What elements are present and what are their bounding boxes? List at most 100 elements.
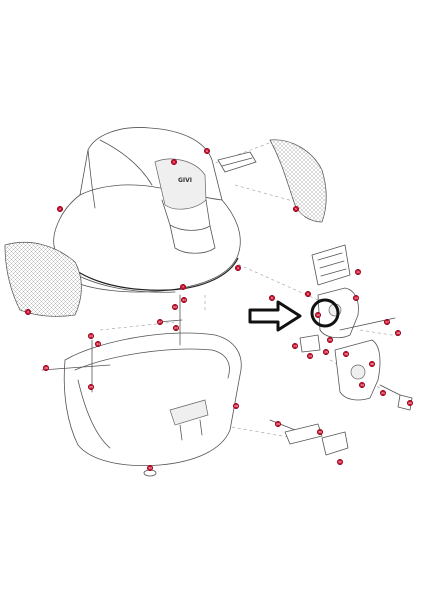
part-marker: 16 (342, 350, 350, 358)
part-marker-dot (172, 324, 180, 332)
part-marker-number: 10 (316, 313, 320, 317)
part-marker-dot (358, 381, 366, 389)
mounting-bolts (41, 294, 349, 456)
part-marker-number: 7 (182, 285, 184, 289)
part-marker-number: 5 (295, 207, 297, 211)
part-marker: 4 (234, 264, 242, 272)
part-marker: 23 (172, 324, 180, 332)
assembly-guide-lines (99, 141, 399, 441)
part-marker-dot (179, 283, 187, 291)
bottom-case-base (63, 332, 242, 477)
part-marker-number: 3 (27, 310, 29, 314)
part-marker-dot (316, 428, 324, 436)
part-marker-number: 24 (89, 334, 93, 338)
part-marker-number: 25 (89, 385, 93, 389)
part-marker-number: 23 (174, 326, 178, 330)
part-marker-number: 6 (206, 149, 208, 153)
part-marker-dot (292, 205, 300, 213)
part-marker: 29 (274, 420, 282, 428)
part-marker-dot (379, 389, 387, 397)
part-marker-number: 4 (237, 266, 239, 270)
part-marker: 14 (306, 352, 314, 360)
part-marker-number: 15 (324, 350, 328, 354)
part-marker-dot (304, 290, 312, 298)
part-marker: 26 (42, 364, 50, 372)
part-marker: 19 (358, 381, 366, 389)
part-marker-number: 29 (276, 422, 280, 426)
part-marker: 1 (170, 158, 178, 166)
part-marker-dot (352, 294, 360, 302)
part-marker: 17 (383, 318, 391, 326)
part-marker: 13 (291, 342, 299, 350)
part-marker-number: 22 (173, 305, 177, 309)
top-case-lid: GIVI (53, 127, 241, 293)
part-marker-dot (354, 268, 362, 276)
part-marker-number: 26 (44, 366, 48, 370)
part-marker-number: 27 (158, 320, 162, 324)
part-marker-dot (394, 329, 402, 337)
part-marker-dot (326, 336, 334, 344)
part-marker-dot (170, 158, 178, 166)
part-marker: 10 (314, 311, 322, 319)
part-marker-number: 30 (318, 430, 322, 434)
part-marker-dot (156, 318, 164, 326)
part-marker-dot (306, 352, 314, 360)
part-marker-number: 1 (173, 160, 175, 164)
part-marker-number: 35 (328, 338, 332, 342)
part-marker: 8 (268, 294, 276, 302)
part-marker-number: 28 (234, 404, 238, 408)
part-marker: 2 (56, 205, 64, 213)
part-marker: 21 (379, 389, 387, 397)
part-marker-dot (146, 464, 154, 472)
part-marker-number: 2 (59, 207, 61, 211)
highlight-callout (248, 298, 340, 332)
part-marker: 5 (292, 205, 300, 213)
part-marker-number: 18 (396, 331, 400, 335)
part-marker: 3 (24, 308, 32, 316)
part-marker-number: 17 (385, 320, 389, 324)
part-marker: 31 (336, 458, 344, 466)
part-marker: 25 (87, 383, 95, 391)
part-marker: 18 (394, 329, 402, 337)
lid-logo: GIVI (178, 177, 192, 184)
part-marker-dot (232, 402, 240, 410)
part-marker-number: 36 (370, 362, 374, 366)
part-marker-dot (42, 364, 50, 372)
part-marker-dot (406, 399, 414, 407)
part-marker-dot (274, 420, 282, 428)
part-marker-dot (268, 294, 276, 302)
part-marker: 22 (171, 303, 179, 311)
part-marker-number: 9 (307, 292, 309, 296)
part-marker: 6 (203, 147, 211, 155)
part-marker: 9 (304, 290, 312, 298)
part-marker: 28 (232, 402, 240, 410)
part-marker-number: 33 (182, 298, 186, 302)
part-marker-number: 19 (360, 383, 364, 387)
part-marker-number: 14 (308, 354, 312, 358)
part-marker-dot (87, 383, 95, 391)
part-marker: 36 (368, 360, 376, 368)
part-marker-number: 32 (148, 466, 152, 470)
part-marker: 24 (87, 332, 95, 340)
part-marker-number: 11 (356, 270, 360, 274)
part-marker-dot (383, 318, 391, 326)
part-marker-number: 34 (96, 342, 100, 346)
part-marker-number: 16 (344, 352, 348, 356)
part-marker: 20 (406, 399, 414, 407)
part-marker: 27 (156, 318, 164, 326)
part-marker-dot (171, 303, 179, 311)
part-marker-dot (56, 205, 64, 213)
part-marker: 15 (322, 348, 330, 356)
part-marker-dot (203, 147, 211, 155)
part-marker-number: 31 (338, 460, 342, 464)
part-marker-dot (291, 342, 299, 350)
part-marker-dot (322, 348, 330, 356)
part-marker: 11 (354, 268, 362, 276)
part-marker: 12 (352, 294, 360, 302)
part-marker: 32 (146, 464, 154, 472)
part-marker-dot (234, 264, 242, 272)
part-marker-dot (368, 360, 376, 368)
part-marker: 33 (180, 296, 188, 304)
part-marker-dot (342, 350, 350, 358)
